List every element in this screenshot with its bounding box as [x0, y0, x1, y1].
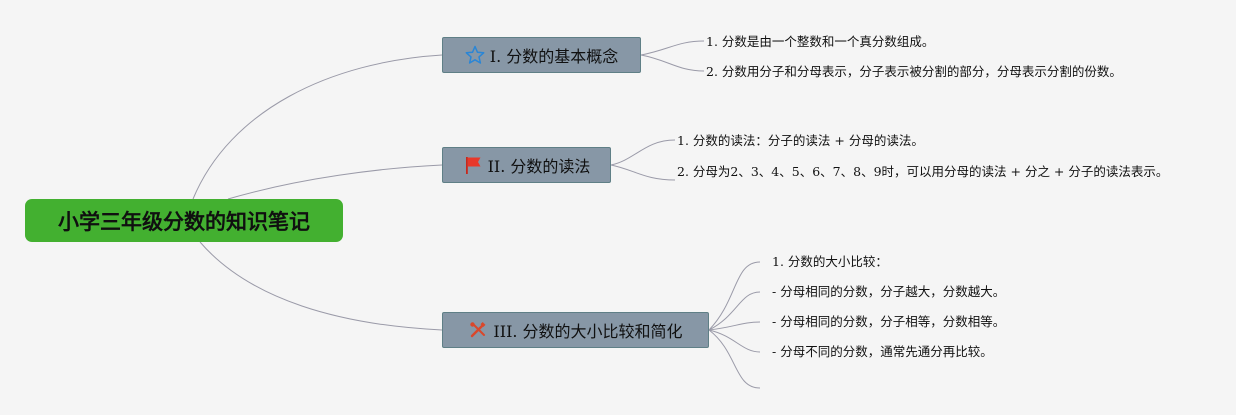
connector-root-topic-3 — [199, 241, 443, 331]
connector-topic-1-leaf-2 — [640, 54, 705, 72]
leaf-text: 2. 分母为2、3、4、5、6、7、8、9时，可以用分母的读法 + 分之 + 分… — [677, 164, 1169, 179]
leaf-text: - 分母不同的分数，通常先通分再比较。 — [772, 344, 993, 359]
topic-label: III. 分数的大小比较和简化 — [493, 322, 683, 341]
topic-label: II. 分数的读法 — [487, 157, 591, 176]
connector-topic-3-leaf-3 — [708, 321, 761, 331]
connector-topic-1-leaf-1 — [640, 40, 705, 56]
star-icon — [465, 45, 485, 65]
leaf-text: - 分母相同的分数，分子相等，分数相等。 — [772, 314, 1006, 329]
connector-topic-3-leaf-1 — [708, 261, 761, 331]
connector-root-topic-1 — [192, 54, 443, 200]
leaf-text: 2. 分数用分子和分母表示，分子表示被分割的部分，分母表示分割的份数。 — [706, 64, 1122, 79]
connector-topic-3-leaf-5 — [708, 329, 761, 389]
leaf-text: 1. 分数的大小比较： — [772, 254, 888, 269]
root-node[interactable]: 小学三年级分数的知识笔记 — [25, 199, 343, 242]
connector-topic-2-leaf-1 — [610, 139, 676, 166]
leaf-text: 1. 分数是由一个整数和一个真分数组成。 — [706, 34, 935, 49]
connector-topic-3-leaf-2 — [708, 291, 761, 331]
red-flag-icon — [463, 155, 483, 175]
leaf-text: - 分母相同的分数，分子越大，分数越大。 — [772, 284, 1006, 299]
topic-node-basic-concept[interactable]: I. 分数的基本概念 — [442, 37, 641, 73]
connector-root-topic-2 — [227, 164, 443, 200]
topic-label: I. 分数的基本概念 — [489, 47, 619, 66]
topic-node-reading[interactable]: II. 分数的读法 — [442, 147, 611, 183]
root-node-label: 小学三年级分数的知识笔记 — [58, 209, 310, 234]
tools-icon — [468, 320, 488, 340]
connector-topic-2-leaf-2 — [610, 164, 676, 181]
leaf-text: 1. 分数的读法：分子的读法 + 分母的读法。 — [677, 133, 924, 148]
connector-topic-3-leaf-4 — [708, 329, 761, 353]
topic-node-comparison[interactable]: III. 分数的大小比较和简化 — [442, 312, 709, 348]
